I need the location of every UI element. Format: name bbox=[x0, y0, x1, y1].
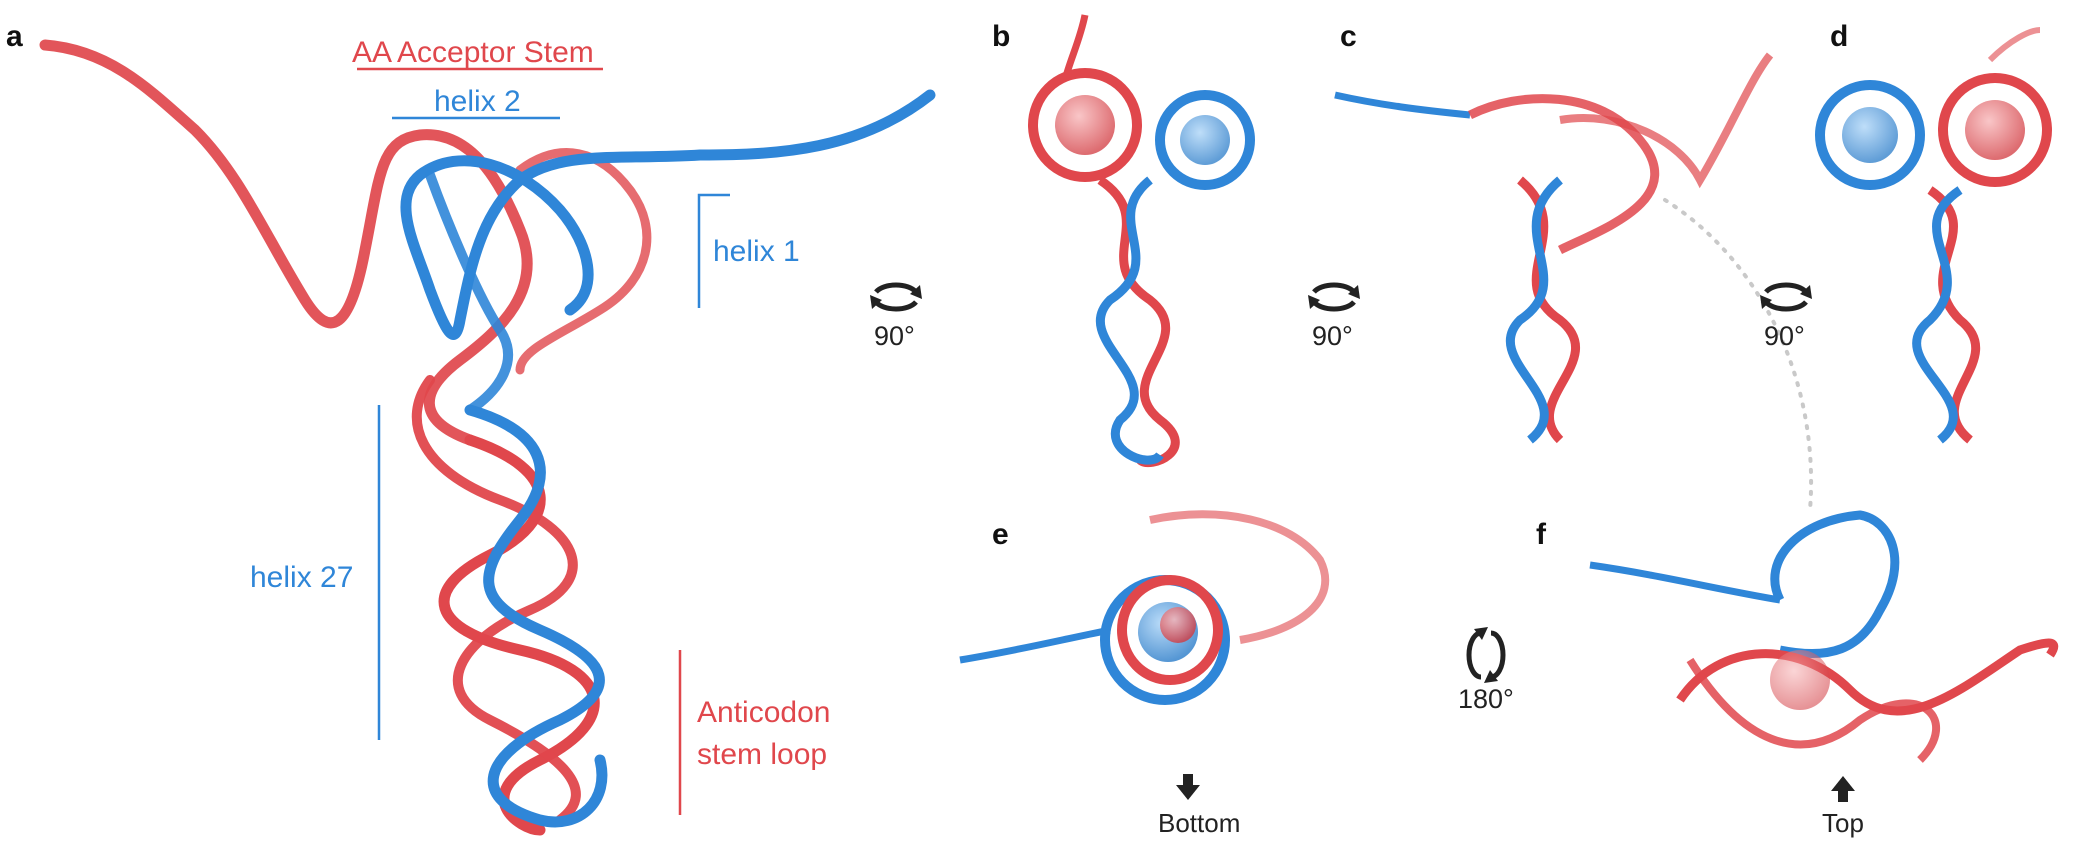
rotation-label-2: 90° bbox=[1312, 321, 1353, 351]
panel-letter-f: f bbox=[1536, 518, 1546, 551]
panel-f-structure bbox=[1589, 510, 2059, 763]
red-stem-strand-2 bbox=[411, 375, 581, 825]
helix-1-bracket bbox=[697, 193, 730, 308]
aa-acceptor-stem-label: AA Acceptor Stem bbox=[352, 36, 594, 69]
panel-d-structure bbox=[1815, 27, 2052, 444]
panel-b-structure bbox=[1028, 14, 1255, 468]
red-backbone-right-arm bbox=[515, 148, 652, 375]
dotted-connector-c-to-f bbox=[1663, 198, 1813, 512]
rotate-horizontal-icon bbox=[870, 282, 922, 312]
panel-letter-e: e bbox=[992, 518, 1009, 551]
red-backbone-left-arm bbox=[39, 39, 533, 446]
rotation-label-1: 90° bbox=[874, 321, 915, 351]
rotation-label-4: 180° bbox=[1458, 684, 1514, 714]
rotate-vertical-icon bbox=[1466, 627, 1506, 683]
rotate-horizontal-icon bbox=[1760, 282, 1812, 312]
panel-e-structure bbox=[959, 510, 1330, 705]
arrow-up-icon bbox=[1831, 776, 1855, 802]
arrow-down-icon bbox=[1176, 774, 1200, 800]
anticodon-label-line2: stem loop bbox=[697, 738, 828, 771]
blue-backbone-loop bbox=[425, 170, 514, 415]
rotation-label-3: 90° bbox=[1764, 321, 1805, 351]
panel-a-structure bbox=[39, 39, 936, 836]
panel-c-structure bbox=[1334, 52, 1774, 444]
rotate-horizontal-icon bbox=[1308, 282, 1360, 312]
helix-1-label: helix 1 bbox=[713, 235, 800, 268]
panel-letter-a: a bbox=[6, 20, 23, 53]
top-label: Top bbox=[1822, 808, 1864, 838]
anticodon-label-line1: Anticodon bbox=[697, 696, 831, 729]
blue-stem-strand bbox=[464, 404, 608, 828]
helix-27-label: helix 27 bbox=[250, 561, 354, 594]
panel-letter-b: b bbox=[992, 20, 1011, 53]
bottom-label: Bottom bbox=[1158, 808, 1241, 838]
panel-letter-d: d bbox=[1830, 20, 1849, 53]
panel-letter-c: c bbox=[1340, 20, 1357, 53]
blue-backbone-helix-2 bbox=[400, 89, 936, 340]
helix-2-label: helix 2 bbox=[434, 85, 521, 118]
